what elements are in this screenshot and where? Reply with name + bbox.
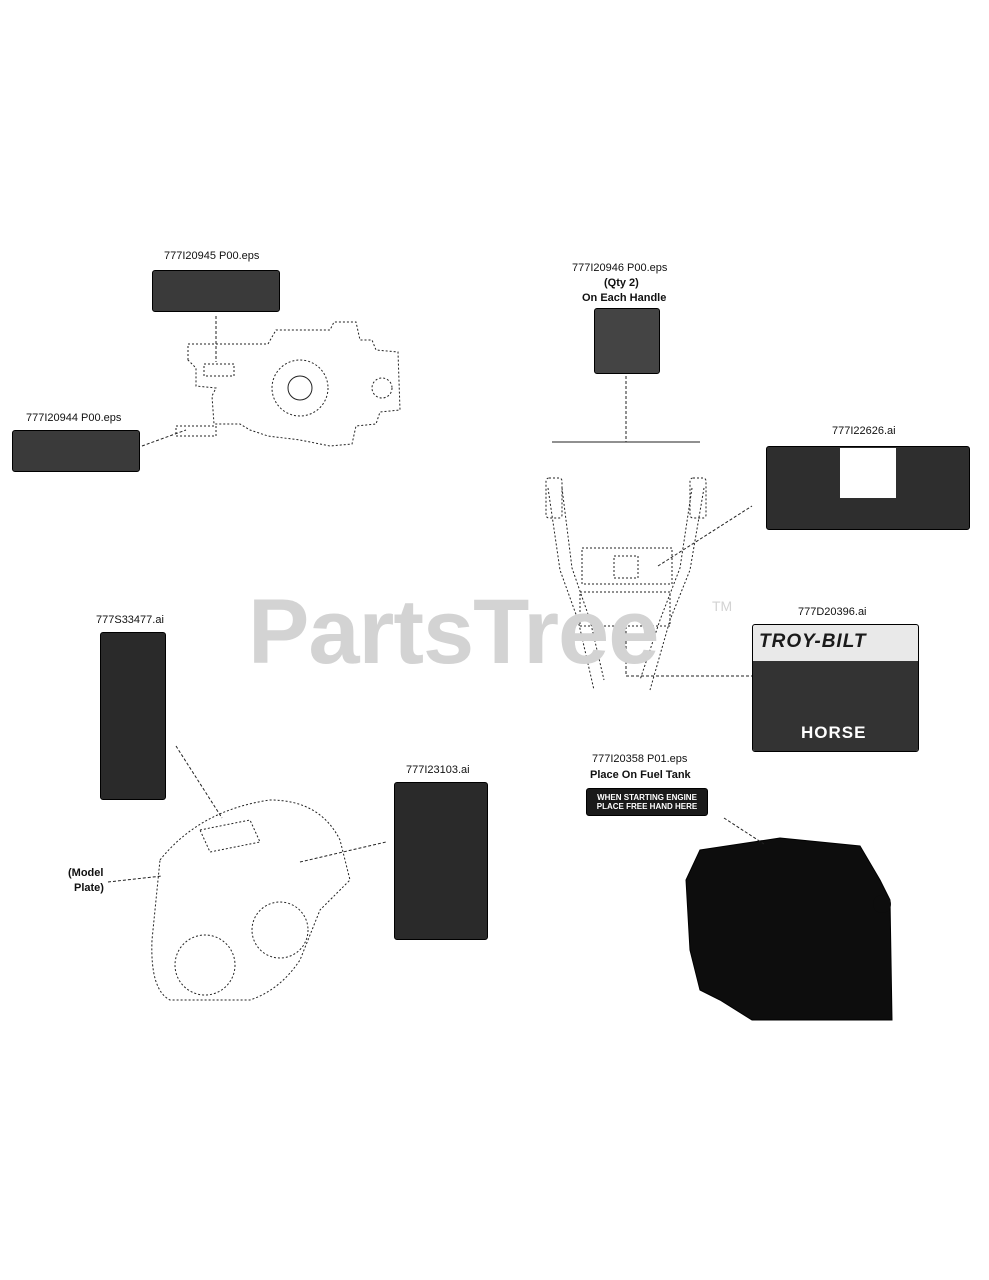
brand-dark-panel bbox=[753, 661, 918, 751]
brand-name: HORSE bbox=[801, 723, 867, 742]
handle-assembly-drawing bbox=[545, 376, 753, 691]
label-model: (Model bbox=[68, 867, 104, 879]
label-on-each-handle: On Each Handle bbox=[582, 292, 667, 304]
decal-777i20358: WHEN STARTING ENGINE PLACE FREE HAND HER… bbox=[586, 788, 708, 816]
decal-777i20944 bbox=[12, 430, 140, 472]
fuel-decal-line1: WHEN STARTING ENGINE bbox=[597, 792, 697, 802]
label-777d20396: 777D20396.ai bbox=[798, 606, 867, 618]
label-777i20945: 777I20945 P00.eps bbox=[164, 250, 260, 262]
label-777i23103: 777I23103.ai bbox=[406, 764, 470, 776]
fuel-decal-line2: PLACE FREE HAND HERE bbox=[596, 802, 698, 811]
label-777i22626: 777I22626.ai bbox=[832, 425, 896, 437]
label-777i20946: 777I20946 P00.eps bbox=[572, 262, 668, 274]
decal-777d20396: TROY-BILT HORSE bbox=[752, 624, 919, 752]
transmission-housing-drawing bbox=[141, 316, 401, 447]
label-fuel-tank: Place On Fuel Tank bbox=[590, 769, 691, 781]
tiller-hood-drawing bbox=[107, 745, 387, 1001]
decal-777i20945 bbox=[152, 270, 280, 312]
decal-777s33477 bbox=[100, 632, 166, 800]
label-qty: (Qty 2) bbox=[604, 277, 639, 289]
decal-777i20946 bbox=[594, 308, 660, 374]
watermark: PartsTree bbox=[248, 581, 659, 683]
label-777s33477: 777S33477.ai bbox=[96, 614, 164, 626]
brand-logo: TROY-BILT bbox=[759, 631, 867, 652]
label-777i20944: 777I20944 P00.eps bbox=[26, 412, 122, 424]
engine-drawing bbox=[685, 817, 893, 1021]
trademark-symbol: TM bbox=[712, 598, 733, 614]
decal-777i23103 bbox=[394, 782, 488, 940]
label-777i20358: 777I20358 P01.eps bbox=[592, 753, 688, 765]
label-plate: Plate) bbox=[74, 882, 104, 894]
decal-777i22626 bbox=[766, 446, 970, 530]
